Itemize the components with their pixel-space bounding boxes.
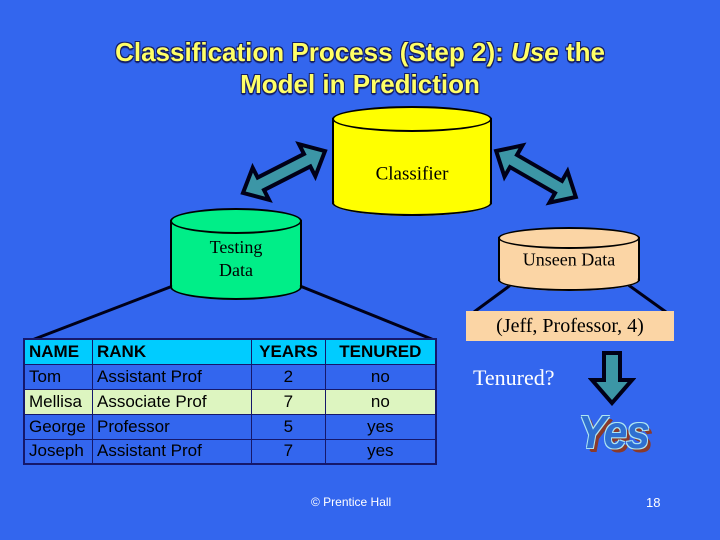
right-double-arrow-icon (484, 142, 588, 206)
cell-name: Tom (23, 363, 93, 390)
classifier-top-ellipse (332, 106, 492, 132)
jeff-tuple-box: (Jeff, Professor, 4) (466, 311, 674, 341)
column-header-years: YEARS (251, 338, 326, 365)
unseen-data-label: Unseen Data (522, 249, 616, 270)
cell-rank: Associate Prof (91, 388, 253, 415)
cell-name: Joseph (23, 438, 93, 465)
down-arrow-icon (587, 350, 637, 411)
cell-tenured: no (324, 388, 437, 415)
title-suffix: the (558, 37, 605, 67)
column-header-name: NAME (23, 338, 93, 365)
table-row: Tom Assistant Prof 2 no (23, 363, 437, 390)
cell-tenured: no (324, 363, 437, 390)
testing-data-label-line1: Testing (209, 236, 263, 257)
cell-name: Mellisa (23, 388, 93, 415)
cell-tenured: yes (324, 438, 437, 465)
footer-credit: © Prentice Hall (311, 495, 392, 509)
classifier-cylinder: Classifier (332, 106, 492, 216)
table-header: NAME RANK YEARS TENURED (23, 338, 437, 365)
testing-data-label-line2: Data (219, 259, 253, 280)
cell-years: 7 (251, 438, 326, 465)
unseen-data-cylinder: Unseen Data (498, 227, 640, 291)
title-line-2: Model in Prediction (240, 69, 480, 99)
cell-name: George (23, 413, 93, 440)
cell-years: 7 (251, 388, 326, 415)
training-data-table: NAME RANK YEARS TENURED Tom Assistant Pr… (23, 338, 437, 465)
jeff-tuple-label: (Jeff, Professor, 4) (496, 314, 644, 337)
cell-rank: Professor (91, 413, 253, 440)
table-row: Mellisa Associate Prof 7 no (23, 388, 437, 415)
testing-data-label: Testing Data (170, 236, 302, 282)
page-title: Classification Process (Step 2): Use the… (40, 36, 680, 100)
table-row: Joseph Assistant Prof 7 yes (23, 438, 437, 465)
tenured-question-label: Tenured? (473, 365, 555, 390)
cell-rank: Assistant Prof (91, 438, 253, 465)
answer-wordart: Yes (578, 406, 650, 458)
column-header-tenured: TENURED (324, 338, 437, 365)
table-row: George Professor 5 yes (23, 413, 437, 440)
cell-rank: Assistant Prof (91, 363, 253, 390)
table-body: Tom Assistant Prof 2 no Mellisa Associat… (23, 363, 437, 465)
unseen-data-top-ellipse (498, 227, 640, 249)
testing-data-top-ellipse (170, 208, 302, 234)
testing-data-cylinder: Testing Data (170, 208, 302, 300)
column-header-rank: RANK (91, 338, 253, 365)
left-double-arrow-icon (232, 141, 336, 203)
classifier-body (332, 118, 492, 204)
cell-years: 5 (251, 413, 326, 440)
title-italic-word: Use (510, 37, 559, 67)
cell-years: 2 (251, 363, 326, 390)
title-prefix: Classification Process (Step 2): (115, 37, 511, 67)
cell-tenured: yes (324, 413, 437, 440)
table-header-row: NAME RANK YEARS TENURED (23, 338, 437, 365)
classifier-label: Classifier (375, 163, 449, 185)
footer-page-number: 18 (646, 495, 661, 510)
